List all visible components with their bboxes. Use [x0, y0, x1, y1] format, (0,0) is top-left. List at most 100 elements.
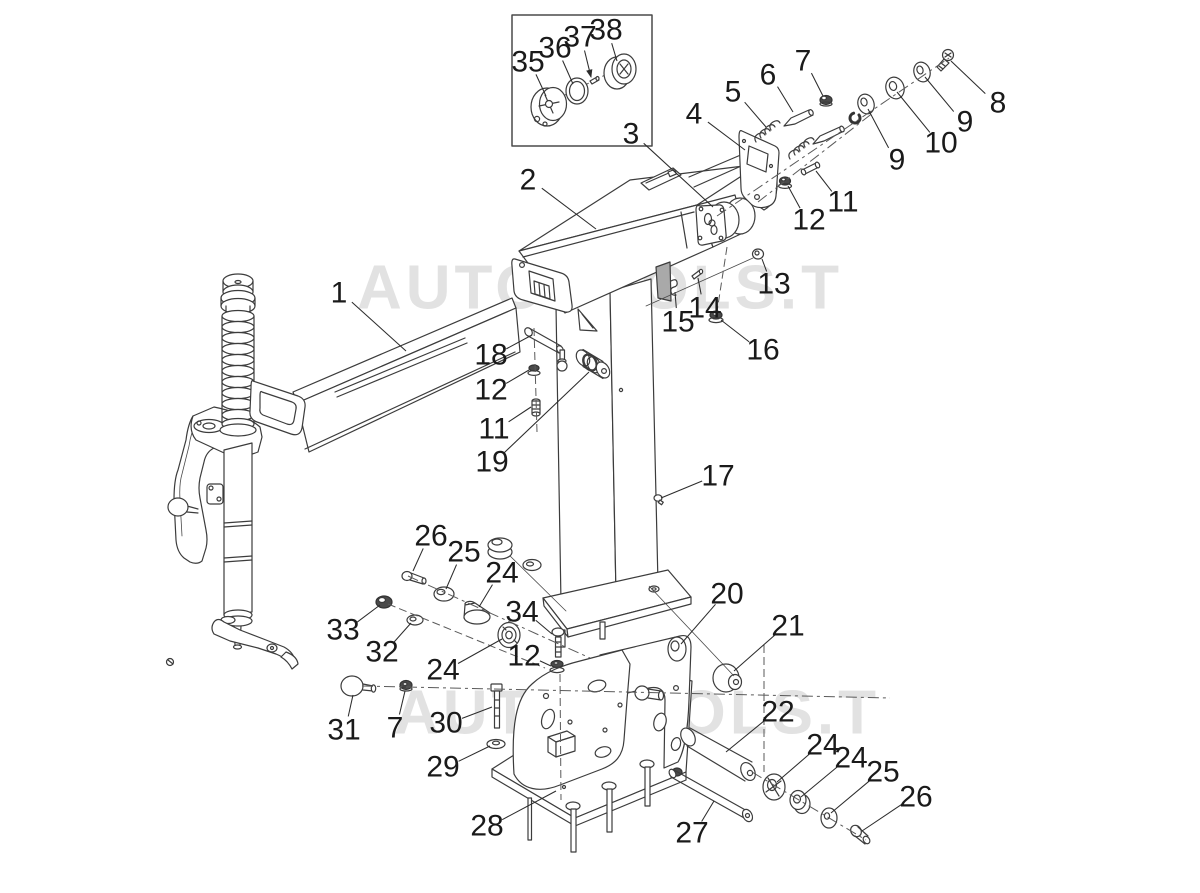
leader-line-12	[505, 369, 530, 384]
washer-24-ring	[789, 789, 811, 815]
part-callout-16-16: 16	[746, 334, 779, 367]
washer-13	[751, 248, 765, 260]
part-callout-15-15: 15	[661, 306, 694, 339]
nut-12b	[527, 364, 541, 377]
leader-line-19	[504, 371, 590, 453]
leader-line-5	[744, 101, 767, 128]
top-right-fasteners	[754, 48, 955, 190]
helper-arm-assembly	[165, 273, 306, 670]
washer-25a	[433, 586, 455, 602]
part-callout-24-25: 24	[485, 557, 518, 590]
leader-line-8	[950, 60, 986, 95]
leader-line-29	[458, 745, 491, 762]
washer-9b	[913, 61, 931, 83]
leader-line-11	[508, 406, 532, 423]
bead-breaker-foot	[165, 615, 299, 670]
part-callout-11-11: 11	[827, 186, 858, 219]
part-callout-17-17: 17	[701, 460, 734, 493]
leader-line-24	[478, 584, 493, 608]
part-callout-26-27: 26	[414, 520, 447, 553]
screw-8	[936, 48, 955, 72]
part-callout-38-46: 38	[589, 14, 622, 47]
mount-plate-4	[688, 130, 780, 211]
leader-line-33	[356, 604, 381, 623]
leader-line-22	[725, 720, 765, 753]
part-callout-4-3: 4	[686, 98, 703, 131]
part-callout-12-12: 12	[792, 204, 825, 237]
leader-line-1	[351, 301, 407, 352]
bolt-26b	[850, 824, 871, 845]
base-studs	[527, 759, 655, 853]
leader-line-28	[501, 790, 557, 821]
part-callout-3-2: 3	[623, 118, 640, 151]
part-callout-24-39: 24	[806, 729, 839, 762]
leader-line-38	[611, 43, 618, 62]
vertical-column	[542, 278, 692, 648]
leader-line-6	[777, 86, 794, 113]
nut-7a	[819, 94, 833, 107]
leader-line-24	[776, 753, 811, 783]
bolt-30	[490, 683, 503, 729]
leader-line-26	[412, 548, 424, 572]
bolt-26a	[401, 570, 427, 585]
part-callout-14-14: 14	[688, 292, 721, 325]
washer-32	[406, 614, 424, 626]
inset-detail-box	[511, 14, 653, 147]
part-callout-24-30: 24	[426, 654, 459, 687]
beam-end-cap	[511, 258, 573, 313]
part-callout-24-40: 24	[834, 742, 867, 775]
nut-12c	[549, 659, 565, 674]
leader-line-25	[830, 780, 870, 814]
construction-lines	[361, 57, 950, 841]
leader-line-4	[707, 121, 746, 151]
base-bracket	[491, 634, 693, 853]
leader-line-9	[867, 108, 890, 149]
leader-line-3	[643, 142, 714, 208]
leader-line-32	[393, 622, 412, 643]
leader-line-25	[445, 564, 458, 590]
ring-36	[565, 77, 589, 105]
part-callout-12-29: 12	[507, 640, 540, 673]
part-callout-25-41: 25	[866, 756, 899, 789]
part-callout-19-21: 19	[475, 446, 508, 479]
leader-line-2	[541, 187, 597, 230]
leader-line-11	[815, 170, 833, 192]
part-callout-7-6: 7	[795, 45, 812, 78]
roller-21	[712, 663, 743, 693]
pin-14	[691, 268, 704, 280]
leader-line-9	[924, 76, 955, 112]
pin-6	[783, 109, 814, 127]
washer-10	[885, 76, 905, 100]
nut-16	[708, 310, 724, 324]
leader-line-7	[810, 72, 824, 97]
pin-11a	[800, 161, 821, 176]
cap-35	[530, 86, 568, 127]
part-callout-34-28: 34	[505, 596, 538, 629]
nut-12a	[777, 176, 793, 190]
washer-29	[486, 738, 506, 750]
part-callout-11-20: 11	[478, 413, 509, 446]
leader-line-13	[761, 258, 768, 272]
pivot-bolt	[556, 349, 568, 372]
part-callout-7-34: 7	[387, 712, 404, 745]
clip-15	[670, 279, 678, 296]
spring-5b	[788, 137, 815, 160]
leader-line-15	[674, 291, 677, 309]
part-callout-28-37: 28	[470, 810, 503, 843]
leader-line-26	[861, 804, 902, 832]
cone-24a	[463, 600, 491, 625]
part-callout-9-8: 9	[957, 106, 974, 139]
pin-27	[668, 767, 754, 823]
part-callout-20-22: 20	[710, 578, 743, 611]
washer-24-big	[497, 621, 521, 649]
leader-line-37	[583, 50, 593, 79]
leader-line-12	[787, 185, 801, 209]
screw-34	[551, 627, 565, 658]
part-callout-27-38: 27	[675, 817, 708, 850]
washer-9a	[857, 93, 875, 115]
leader-line-24	[457, 638, 503, 664]
pin-37	[589, 75, 600, 85]
bellows	[219, 273, 257, 437]
